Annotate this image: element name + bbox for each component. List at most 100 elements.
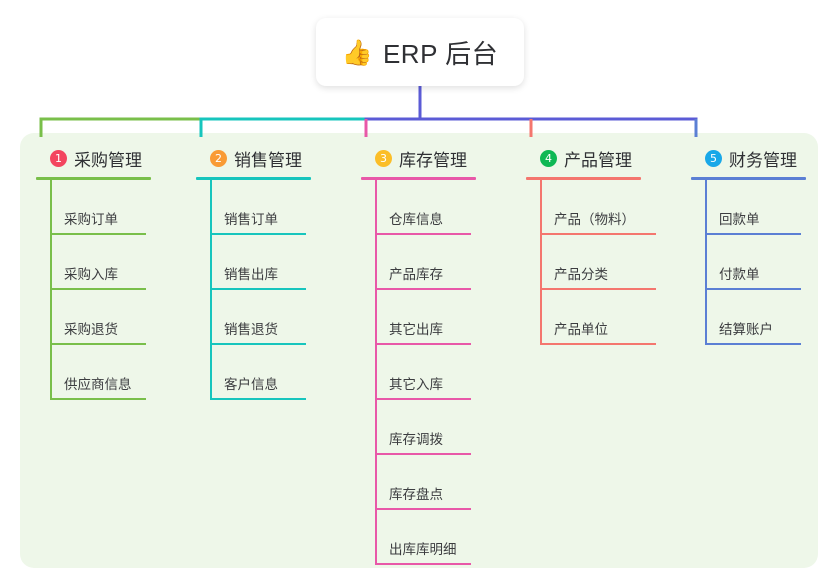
leaf-underline <box>50 288 146 290</box>
branch-item-list: 产品（物料） 产品分类产品单位 <box>540 180 656 345</box>
branch-spine <box>50 180 52 400</box>
leaf-node-label: 回款单 <box>719 212 760 227</box>
branch-underline <box>361 177 476 180</box>
branch-underline <box>526 177 641 180</box>
leaf-node-label: 产品单位 <box>554 322 608 337</box>
branch-number-badge: 1 <box>50 149 67 167</box>
leaf-node-label: 采购入库 <box>64 267 118 282</box>
leaf-underline <box>540 288 656 290</box>
leaf-node[interactable]: 库存调拨 <box>375 400 471 455</box>
leaf-node[interactable]: 供应商信息 <box>50 345 146 400</box>
branch-item-list: 采购订单采购入库采购退货供应商信息 <box>50 180 151 400</box>
leaf-node[interactable]: 其它入库 <box>375 345 471 400</box>
branch-underline <box>691 177 806 180</box>
leaf-node-label: 销售订单 <box>224 212 278 227</box>
branch-column-4: 4 产品管理产品（物料） 产品分类产品单位 <box>526 145 656 345</box>
leaf-node[interactable]: 仓库信息 <box>375 180 471 235</box>
leaf-node-label: 库存调拨 <box>389 432 443 447</box>
leaf-node[interactable]: 库存盘点 <box>375 455 471 510</box>
leaf-underline <box>375 563 471 565</box>
branch-underline <box>196 177 311 180</box>
leaf-node[interactable]: 产品库存 <box>375 235 471 290</box>
leaf-underline <box>375 288 471 290</box>
branch-header-1[interactable]: 1 采购管理 <box>36 145 151 171</box>
leaf-node-label: 库存盘点 <box>389 487 443 502</box>
branch-title: 产品管理 <box>564 150 632 170</box>
leaf-node-label: 其它入库 <box>389 377 443 392</box>
leaf-node-label: 销售出库 <box>224 267 278 282</box>
branch-title: 采购管理 <box>74 150 142 170</box>
leaf-underline <box>50 343 146 345</box>
leaf-underline <box>705 343 801 345</box>
branch-item-list: 仓库信息产品库存其它出库其它入库库存调拨库存盘点出库库明细 <box>375 180 476 565</box>
leaf-node-label: 其它出库 <box>389 322 443 337</box>
branch-spine <box>375 180 377 565</box>
branch-number-badge: 5 <box>705 149 722 167</box>
leaf-node-label: 销售退货 <box>224 322 278 337</box>
leaf-underline <box>375 233 471 235</box>
leaf-node[interactable]: 出库库明细 <box>375 510 471 565</box>
branch-title: 销售管理 <box>234 150 302 170</box>
leaf-underline <box>540 343 656 345</box>
branch-number-badge: 2 <box>210 149 227 167</box>
leaf-underline <box>540 233 656 235</box>
leaf-node[interactable]: 采购订单 <box>50 180 146 235</box>
leaf-node[interactable]: 销售订单 <box>210 180 306 235</box>
branch-number-badge: 4 <box>540 149 557 167</box>
thumbs-up-emoji: 👍 <box>341 37 373 67</box>
leaf-node[interactable]: 其它出库 <box>375 290 471 345</box>
leaf-node-label: 产品库存 <box>389 267 443 282</box>
leaf-node-label: 采购订单 <box>64 212 118 227</box>
leaf-node[interactable]: 回款单 <box>705 180 801 235</box>
leaf-node[interactable]: 销售出库 <box>210 235 306 290</box>
branch-column-2: 2 销售管理销售订单销售出库销售退货客户信息 <box>196 145 311 400</box>
leaf-node[interactable]: 采购退货 <box>50 290 146 345</box>
branch-title: 库存管理 <box>399 150 467 170</box>
leaf-underline <box>375 453 471 455</box>
root-node-label: ERP 后台 <box>382 38 499 69</box>
leaf-node[interactable]: 付款单 <box>705 235 801 290</box>
leaf-node[interactable]: 结算账户 <box>705 290 801 345</box>
leaf-node-label: 出库库明细 <box>389 542 457 557</box>
leaf-node[interactable]: 销售退货 <box>210 290 306 345</box>
leaf-underline <box>705 233 801 235</box>
leaf-node[interactable]: 产品（物料） <box>540 180 656 235</box>
leaf-node[interactable]: 客户信息 <box>210 345 306 400</box>
leaf-node-label: 付款单 <box>719 267 760 282</box>
leaf-underline <box>705 288 801 290</box>
leaf-underline <box>50 398 146 400</box>
leaf-node-label: 客户信息 <box>224 377 278 392</box>
branch-item-list: 回款单付款单结算账户 <box>705 180 806 345</box>
branch-spine <box>705 180 707 345</box>
leaf-underline <box>210 398 306 400</box>
leaf-node-label: 产品分类 <box>554 267 608 282</box>
leaf-node-label: 采购退货 <box>64 322 118 337</box>
root-node[interactable]: 👍 ERP 后台 <box>316 18 524 86</box>
leaf-underline <box>375 343 471 345</box>
leaf-node-label: 仓库信息 <box>389 212 443 227</box>
branch-title: 财务管理 <box>729 150 797 170</box>
branch-spine <box>540 180 542 345</box>
leaf-underline <box>210 288 306 290</box>
leaf-underline <box>375 398 471 400</box>
leaf-underline <box>210 343 306 345</box>
branch-header-4[interactable]: 4 产品管理 <box>526 145 656 171</box>
leaf-node-label: 产品（物料） <box>554 212 635 227</box>
branch-column-1: 1 采购管理采购订单采购入库采购退货供应商信息 <box>36 145 151 400</box>
leaf-node-label: 结算账户 <box>719 322 773 337</box>
branch-header-2[interactable]: 2 销售管理 <box>196 145 311 171</box>
leaf-node[interactable]: 产品分类 <box>540 235 656 290</box>
diagram-background-panel <box>20 133 818 568</box>
branch-spine <box>210 180 212 400</box>
leaf-node[interactable]: 采购入库 <box>50 235 146 290</box>
leaf-underline <box>50 233 146 235</box>
branch-underline <box>36 177 151 180</box>
leaf-underline <box>375 508 471 510</box>
branch-column-5: 5 财务管理回款单付款单结算账户 <box>691 145 806 345</box>
branch-header-5[interactable]: 5 财务管理 <box>691 145 806 171</box>
branch-item-list: 销售订单销售出库销售退货客户信息 <box>210 180 311 400</box>
leaf-node[interactable]: 产品单位 <box>540 290 656 345</box>
